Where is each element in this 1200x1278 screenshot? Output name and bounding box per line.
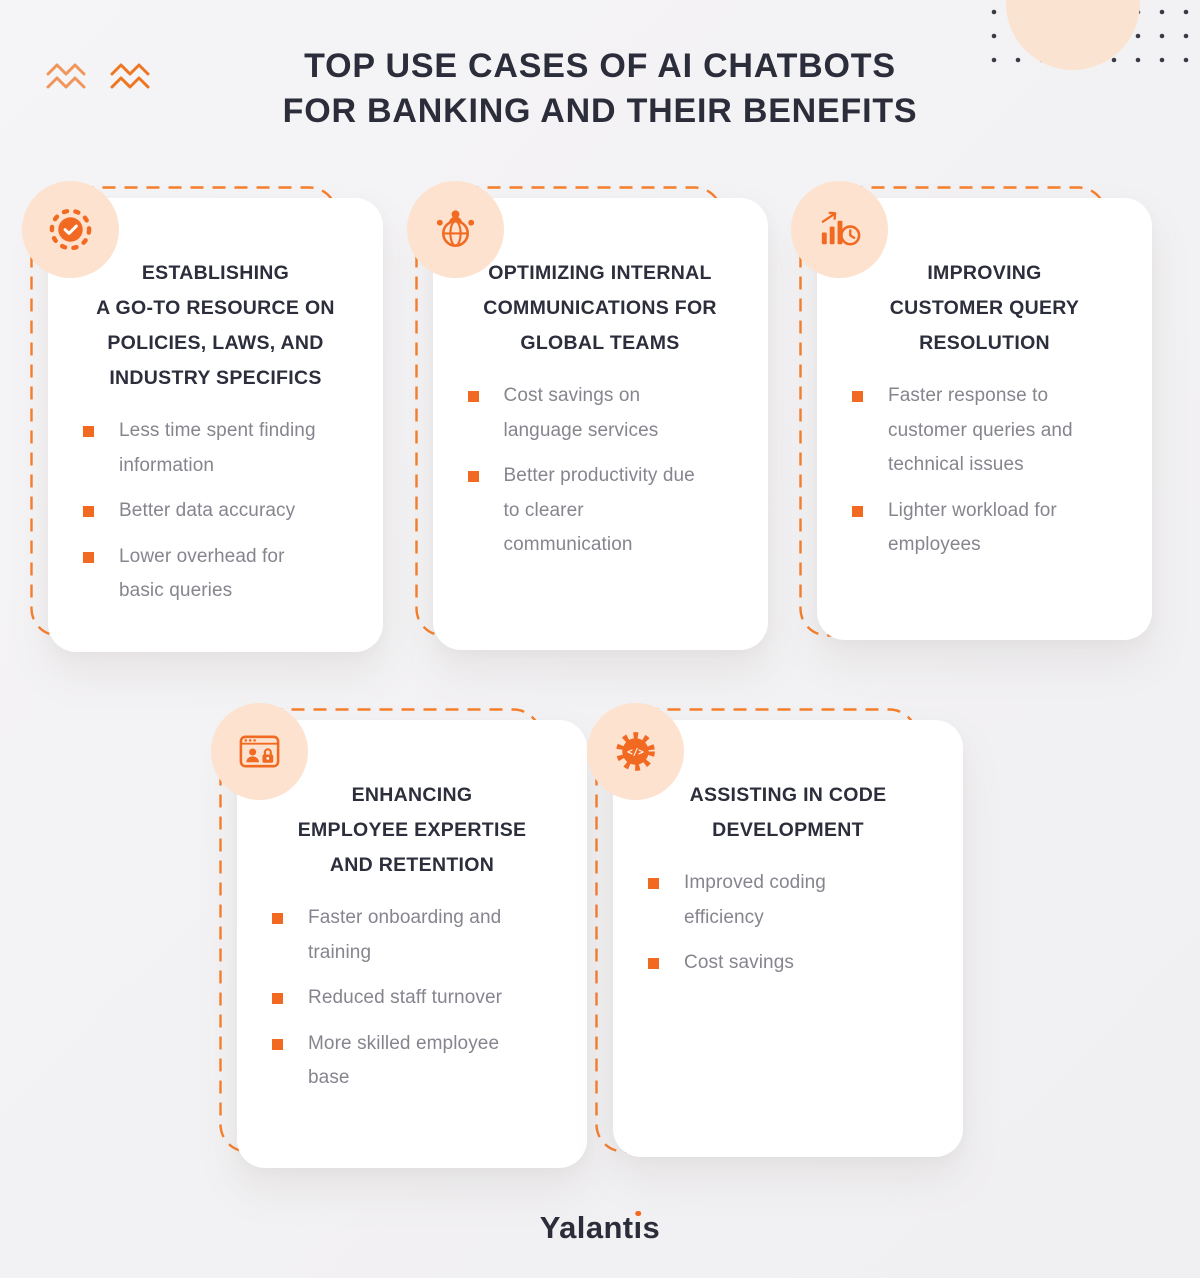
heading-line: A GO-TO RESOURCE ON (96, 296, 335, 319)
sun-check-icon (49, 208, 92, 251)
logo-letter-i: ı (633, 1209, 643, 1245)
benefit-text: Less time spent finding information (119, 420, 316, 476)
cards-row-1: ESTABLISHING A GO-TO RESOURCE ON POLICIE… (0, 180, 1200, 652)
card-employee-expertise: ENHANCING EMPLOYEE EXPERTISE AND RETENTI… (211, 702, 587, 1168)
header: TOP USE CASES OF AI CHATBOTS FOR BANKING… (0, 0, 1200, 134)
logo-text-part1: Yalant (539, 1209, 634, 1245)
benefit-text: Lower overhead for basic queries (119, 545, 285, 602)
benefit-list: Improved coding efficiency Cost savings (646, 866, 930, 981)
bullet-square-icon (467, 471, 479, 483)
card-heading: ENHANCING EMPLOYEE EXPERTISE AND RETENTI… (270, 778, 554, 883)
bullet-square-icon (648, 958, 659, 970)
benefit-item: Lighter workload for employees (852, 494, 1119, 563)
card-heading: ASSISTING IN CODE DEVELOPMENT (646, 778, 930, 848)
code-gear-icon: </> (616, 731, 655, 771)
heading-line: ENHANCING (351, 783, 473, 806)
heading-line: RESOLUTION (919, 331, 1050, 354)
benefit-text: Cost savings on language services (503, 385, 659, 441)
logo-orange-dot-icon (635, 1210, 641, 1217)
bullet-square-icon (852, 505, 863, 517)
card-internal-communications: OPTIMIZING INTERNAL COMMUNICATIONS FOR G… (406, 180, 768, 652)
benefit-item: More skilled employee base (272, 1027, 554, 1096)
card-heading: ESTABLISHING A GO-TO RESOURCE ON POLICIE… (81, 256, 350, 396)
bullet-square-icon (467, 391, 479, 403)
benefit-list: Cost savings on language services Better… (466, 379, 735, 563)
heading-line: POLICIES, LAWS, AND (107, 331, 324, 354)
heading-line: INDUSTRY SPECIFICS (109, 367, 322, 390)
bullet-square-icon (83, 506, 94, 518)
heading-line: AND RETENTION (329, 853, 495, 876)
benefit-text: Lighter workload for employees (888, 499, 1057, 556)
benefit-text: Improved coding efficiency (684, 871, 826, 928)
benefit-item: Faster response to customer queries and … (852, 379, 1119, 483)
benefit-list: Faster onboarding and training Reduced s… (270, 901, 554, 1096)
card-customer-query-resolution: IMPROVING CUSTOMER QUERY RESOLUTION Fast… (791, 180, 1152, 652)
heading-line: OPTIMIZING INTERNAL (488, 261, 712, 284)
bullet-square-icon (272, 1038, 283, 1050)
page-title: TOP USE CASES OF AI CHATBOTS FOR BANKING… (0, 44, 1200, 134)
card-code-development: ASSISTING IN CODE DEVELOPMENT Improved c… (587, 702, 963, 1168)
bullet-square-icon (852, 391, 863, 403)
employee-screen-icon (239, 735, 280, 768)
heading-line: COMMUNICATIONS FOR (483, 296, 717, 319)
benefit-text: Better data accuracy (119, 500, 296, 522)
benefit-list: Faster response to customer queries and … (850, 379, 1119, 563)
page-title-line1: TOP USE CASES OF AI CHATBOTS (304, 47, 896, 85)
card-icon-badge (791, 180, 888, 278)
benefit-list: Less time spent finding information Bett… (81, 414, 350, 609)
benefit-item: Better productivity due to clearer commu… (467, 459, 735, 563)
benefit-text: Better productivity due to clearer commu… (503, 465, 695, 556)
benefit-text: Reduced staff turnover (308, 987, 503, 1009)
benefit-item: Cost savings (648, 946, 930, 981)
heading-line: GLOBAL TEAMS (520, 331, 680, 354)
card-heading: OPTIMIZING INTERNAL COMMUNICATIONS FOR G… (466, 256, 735, 361)
card-icon-badge (406, 180, 504, 278)
benefit-text: Cost savings (684, 952, 794, 974)
bullet-square-icon (648, 877, 659, 889)
heading-line: DEVELOPMENT (712, 818, 864, 841)
global-team-icon (436, 210, 474, 247)
card-policies-resource: ESTABLISHING A GO-TO RESOURCE ON POLICIE… (22, 180, 383, 652)
page-title-line2: FOR BANKING AND THEIR BENEFITS (282, 91, 918, 130)
benefit-text: More skilled employee base (308, 1032, 500, 1089)
card-icon-badge (211, 702, 308, 800)
card-icon-badge (22, 180, 119, 278)
benefit-item: Lower overhead for basic queries (83, 540, 350, 609)
heading-line: ESTABLISHING (141, 261, 290, 284)
bullet-square-icon (272, 993, 283, 1005)
benefit-item: Cost savings on language services (467, 379, 735, 448)
zigzag-lines-icon (46, 60, 182, 100)
bullet-square-icon (83, 426, 94, 438)
heading-line: ASSISTING IN CODE (689, 783, 887, 806)
bullet-square-icon (272, 913, 283, 925)
heading-line: EMPLOYEE EXPERTISE (297, 818, 527, 841)
cards-row-2: ENHANCING EMPLOYEE EXPERTISE AND RETENTI… (0, 702, 1200, 1168)
logo-text-part2: s (642, 1209, 661, 1245)
benefit-item: Less time spent finding information (83, 414, 350, 483)
benefit-item: Improved coding efficiency (648, 866, 930, 935)
svg-text:</>: </> (627, 747, 644, 758)
card-icon-badge: </> (587, 702, 684, 800)
benefit-item: Better data accuracy (83, 494, 350, 529)
benefit-item: Faster onboarding and training (272, 901, 554, 970)
benefit-text: Faster response to customer queries and … (888, 385, 1073, 476)
heading-line: CUSTOMER QUERY (889, 296, 1080, 319)
benefit-text: Faster onboarding and training (308, 907, 502, 963)
card-heading: IMPROVING CUSTOMER QUERY RESOLUTION (850, 256, 1119, 361)
bullet-square-icon (83, 551, 94, 563)
chart-clock-icon (821, 211, 861, 246)
heading-line: IMPROVING (927, 261, 1042, 284)
benefit-item: Reduced staff turnover (272, 981, 554, 1016)
